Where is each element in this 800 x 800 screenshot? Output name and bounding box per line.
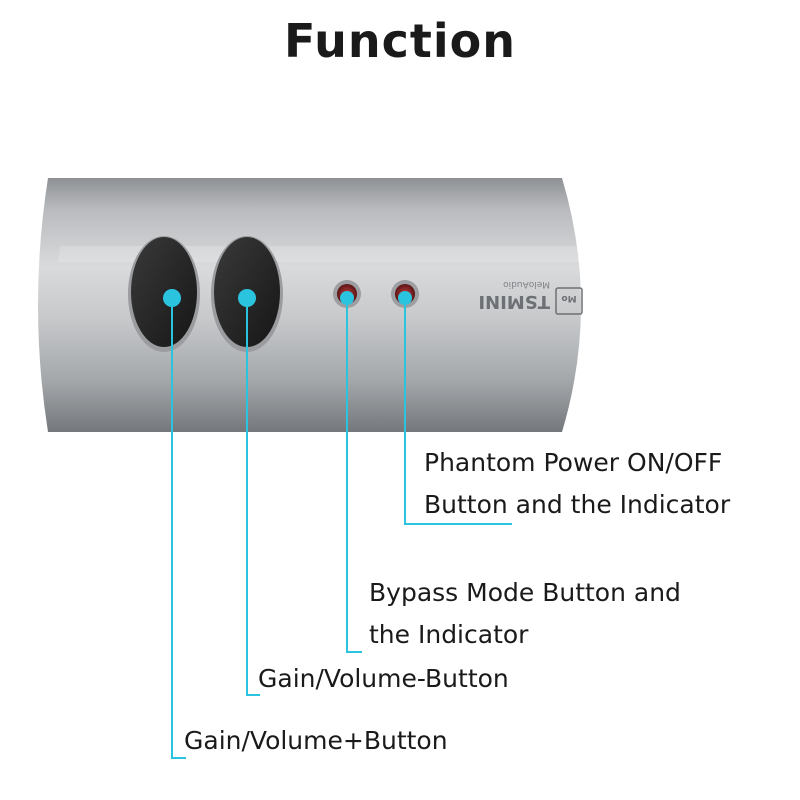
phantom-callout-label: Phantom Power ON/OFF Button and the Indi… [424,442,730,526]
bypass-callout-label: Bypass Mode Button and the Indicator [369,572,681,656]
svg-text:Mo: Mo [561,293,576,303]
callout-lines [171,300,512,759]
gain-plus-callout-label: Gain/Volume+Button [184,726,448,755]
callout-dots [163,289,412,307]
phantom-callout-line [404,300,512,525]
bypass-label-line1: Bypass Mode Button and [369,578,681,607]
svg-text:MeloAudio: MeloAudio [503,279,550,289]
phantom-label-line2: Button and the Indicator [424,490,731,519]
phantom-label-line1: Phantom Power ON/OFF [424,448,723,477]
svg-text:TSMINI: TSMINI [478,291,550,312]
phantom-dot [398,291,412,305]
gain-plus-dot [163,289,181,307]
bypass-dot [340,291,354,305]
gain-plus-callout-line [171,300,186,759]
brand-logo: Mo TSMINI MeloAudio [478,279,583,315]
bypass-label-line2: the Indicator [369,620,529,649]
gain-minus-callout-line [246,300,260,696]
bypass-callout-line [346,300,362,653]
page-title: Function [283,14,516,68]
gain-minus-callout-label: Gain/Volume-Button [258,664,509,693]
gain-minus-dot [238,289,256,307]
